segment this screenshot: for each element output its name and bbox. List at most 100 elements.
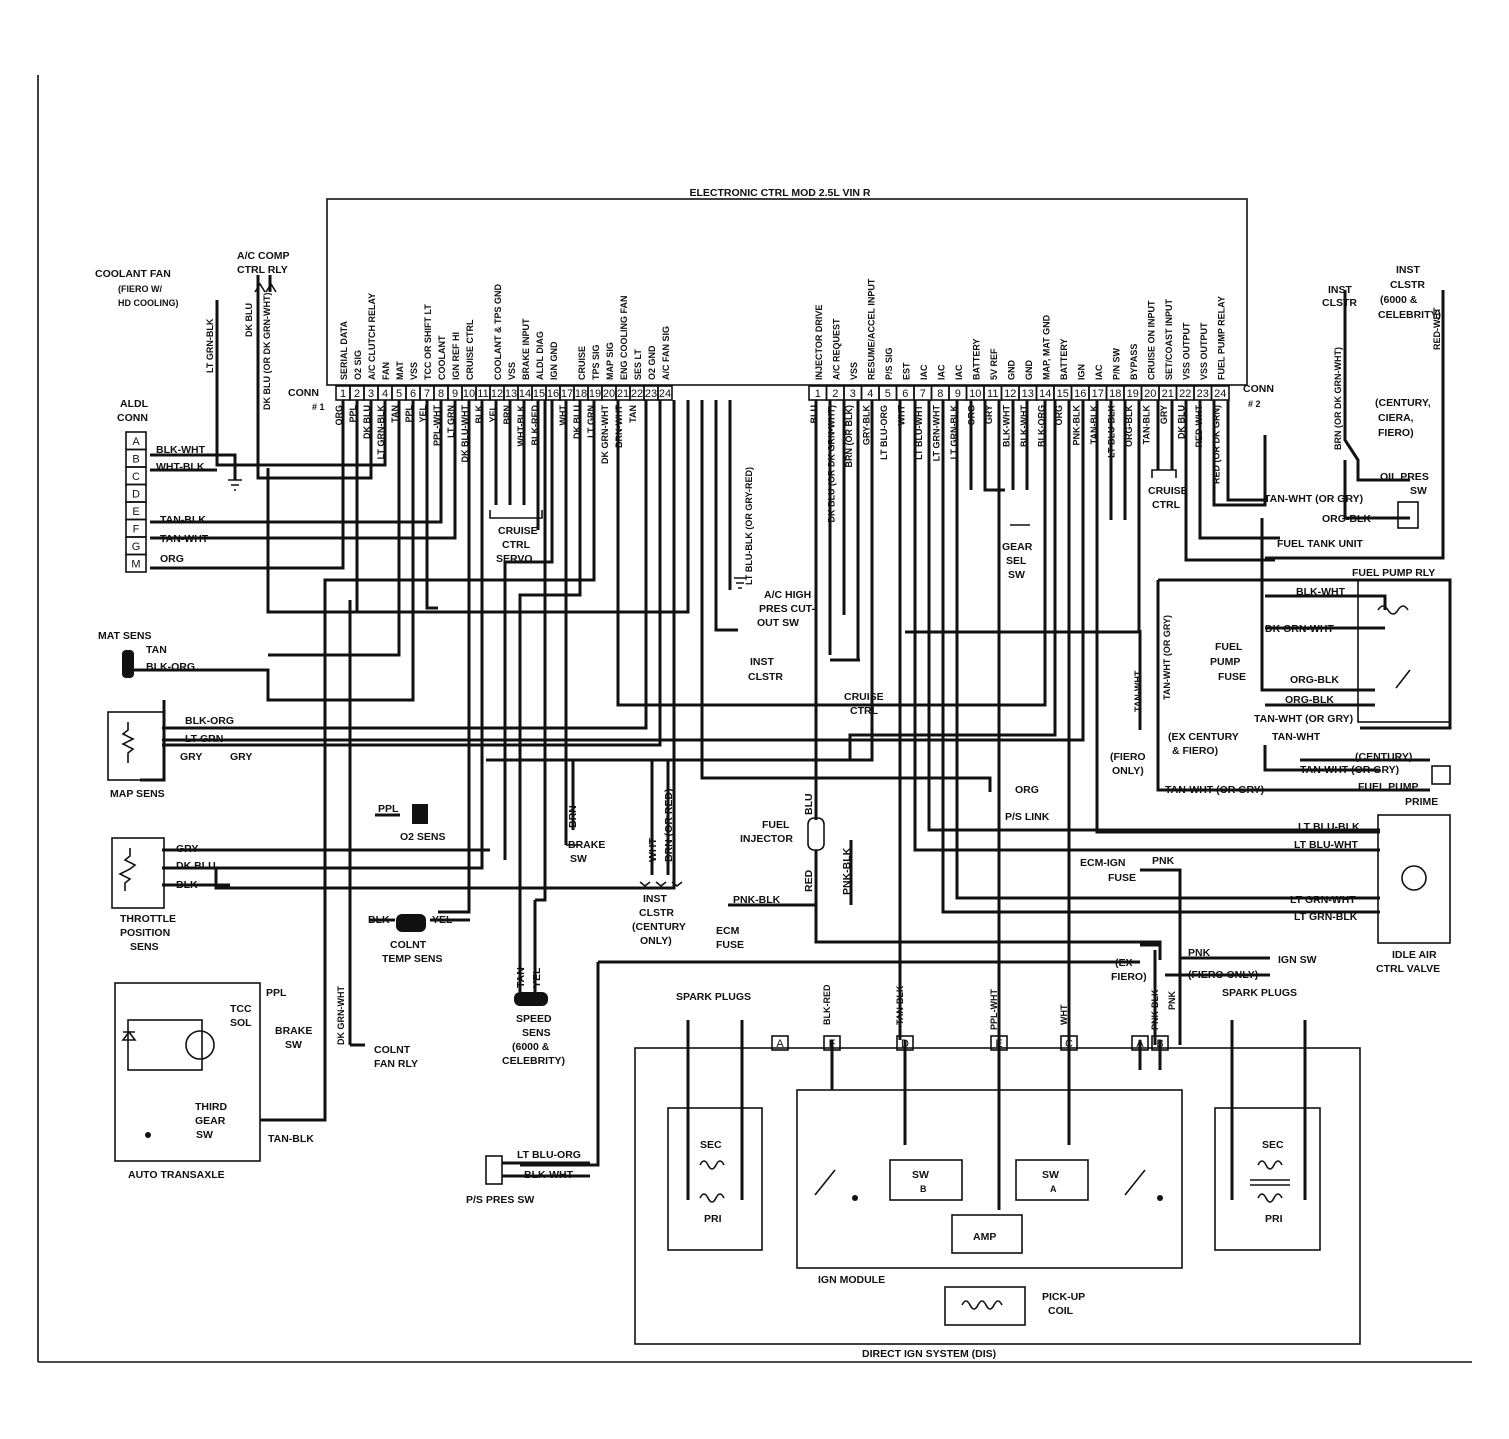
third-gear-3: SW — [196, 1129, 213, 1141]
spark-plugs-left: SPARK PLUGS — [676, 991, 751, 1003]
conn2-function-label: VSS OUTPUT — [1199, 322, 1209, 380]
left-sec-label: SEC — [700, 1139, 722, 1151]
dis-terminal-letter: F — [829, 1038, 836, 1050]
fiero-only-2: ONLY) — [1112, 765, 1144, 777]
conn1-pin-number: 18 — [575, 388, 587, 400]
coolant-fan-label: COOLANT FAN — [95, 268, 171, 280]
oil-pres-box — [1397, 501, 1419, 529]
cruise-servo-2: CTRL — [502, 539, 531, 551]
ign-contact-icon-2 — [1157, 1195, 1163, 1201]
ac-comp-terminals — [254, 282, 277, 293]
ign-switch-icons — [814, 1169, 1146, 1196]
pnk-wire-2: PNK — [1188, 947, 1211, 959]
inst-r2-label-4: CELEBRITY) — [1378, 309, 1441, 321]
conn1-wire-color: WHT-BLK — [516, 405, 526, 447]
conn1-number: # 1 — [312, 402, 325, 412]
ac-comp-label-1: A/C COMP — [237, 250, 290, 262]
conn1-wire-color: LT GRN — [586, 405, 596, 438]
tan-wht-vertical-2: TAN-WHT (OR GRY) — [1162, 615, 1172, 700]
aldl-pin-letter: D — [132, 489, 140, 501]
tan-wht-vertical-1: TAN-WHT — [1133, 670, 1143, 712]
prime-wire-1: TAN-WHT — [1272, 731, 1321, 743]
tps-label-2: POSITION — [120, 927, 170, 939]
dis-terminal-letter: C — [1065, 1038, 1073, 1050]
conn2-pin-number: 6 — [902, 388, 908, 400]
conn2-function-label: MAP, MAT GND — [1041, 314, 1051, 380]
conn1-function-label: O2 SIG — [353, 350, 363, 380]
aldl-wire-a: BLK-WHT — [156, 444, 206, 456]
cruise-servo: CRUISE CTRL SERVO — [489, 510, 543, 565]
dk-blu-wire: DK BLU — [244, 303, 254, 337]
fuel-pump-rly-label: FUEL PUMP RLY — [1352, 567, 1435, 579]
conn1-function-label: COOLANT & TPS GND — [493, 284, 503, 380]
oil-pressure-switch: OIL PRES SW TAN-WHT (OR GRY) ORG-BLK — [1264, 471, 1429, 529]
speed-wire-1: TAN — [515, 967, 527, 988]
inst-c-label-3: (CENTURY — [632, 921, 686, 933]
ecm-ign-label-1: ECM-IGN — [1080, 857, 1126, 869]
conn2-pin-number: 9 — [955, 388, 961, 400]
conn2-pin-number: 17 — [1092, 388, 1104, 400]
prime-wire-2: TAN-WHT (OR GRY) — [1300, 764, 1399, 776]
tcc-label-1: TCC — [230, 1003, 252, 1015]
auto-transaxle: TCC SOL THIRD GEAR SW AUTO TRANSAXLE PPL… — [114, 982, 418, 1181]
rly-wire-3: ORG-BLK — [1290, 674, 1339, 686]
coolant-fan-group: COOLANT FAN (FIERO W/ HD COOLING) A/C CO… — [95, 250, 290, 491]
aldl-pin-letter: C — [132, 471, 140, 483]
conn1-pin-number: 20 — [603, 388, 615, 400]
conn1-pin-number: 9 — [452, 388, 458, 400]
transaxle-label: AUTO TRANSAXLE — [128, 1169, 225, 1181]
left-pri-label: PRI — [704, 1213, 722, 1225]
aldl-wire-b: WHT-BLK — [156, 461, 205, 473]
cruise-servo-bracket — [489, 510, 543, 519]
conn2-function-label: GND — [1006, 360, 1016, 381]
dk-blu-or-wire: DK BLU (OR DK GRN-WHT) — [262, 293, 272, 410]
amp-label: AMP — [973, 1231, 996, 1243]
injector-wire-1: BLU — [803, 793, 815, 815]
oil-pres-label-1: OIL PRES — [1380, 471, 1429, 483]
conn2-pin-number: 12 — [1004, 388, 1016, 400]
left-coil-winding-icon — [699, 1160, 725, 1203]
conn1-pin-number: 17 — [561, 388, 573, 400]
idle-air-control-valve: LT BLU-BLK LT BLU-WHT LT GRN-WHT LT GRN-… — [1290, 814, 1451, 975]
conn1-wire-color: PPL — [404, 405, 414, 423]
conn1-wire-color: DK BLU — [362, 405, 372, 439]
ign-contact-icon-1 — [852, 1195, 858, 1201]
gear-sel-label-3: SW — [1008, 569, 1025, 581]
colnt-wire-1: BLK — [368, 914, 390, 926]
brake-sw2-label-2: SW — [285, 1039, 302, 1051]
inst-r2-label-1: INST — [1396, 264, 1421, 276]
conn1-wire-color: LT GRN — [446, 405, 456, 438]
colnt-fan-rly-1: COLNT — [374, 1044, 411, 1056]
speed-label-2: SENS — [522, 1027, 551, 1039]
fuel-pump-relay: FUEL PUMP RLY BLK-WHT DK GRN-WHT ORG-BLK… — [1254, 567, 1451, 725]
tcc-circuit — [127, 1019, 203, 1071]
conn1-function-label: COOLANT — [437, 335, 447, 380]
conn1-pin-number: 2 — [354, 388, 360, 400]
sw-b-label-2: B — [920, 1184, 927, 1194]
right-coil-box — [1214, 1107, 1321, 1251]
cruise-servo-1: CRUISE — [498, 525, 538, 537]
coolant-fan-sub2: HD COOLING) — [118, 298, 179, 308]
conn2-wire-color: BLK-WHT — [1019, 405, 1029, 447]
conn1-function-label: TPS SIG — [591, 344, 601, 380]
dis-terminal-box — [1131, 1035, 1149, 1051]
ac-high-label-1: A/C HIGH — [764, 589, 811, 601]
conn2-pin-number: 3 — [850, 388, 856, 400]
colnt-fan-rly-2: FAN RLY — [374, 1058, 418, 1070]
dis-terminal-letter: A — [1136, 1038, 1144, 1050]
conn2-wire-color: TAN-BLK — [1089, 405, 1099, 445]
conn1-wire-color: PPL-WHT — [432, 405, 442, 446]
ac-high-ground-icon — [734, 577, 746, 589]
conn2-wire-color: BLK-ORG — [1036, 405, 1046, 447]
dis-terminal-box — [823, 1035, 841, 1051]
conn2-wire-color: LT BLU-WHT — [914, 405, 924, 460]
conn1-function-label: ALDL DIAG — [535, 331, 545, 380]
conn1-function-label: VSS — [507, 362, 517, 380]
conn1-pin-number: 23 — [645, 388, 657, 400]
conn1-function-label: FAN — [381, 362, 391, 380]
map-wire-3: GRY — [180, 751, 202, 763]
gear-sel-label-2: SEL — [1006, 555, 1027, 567]
